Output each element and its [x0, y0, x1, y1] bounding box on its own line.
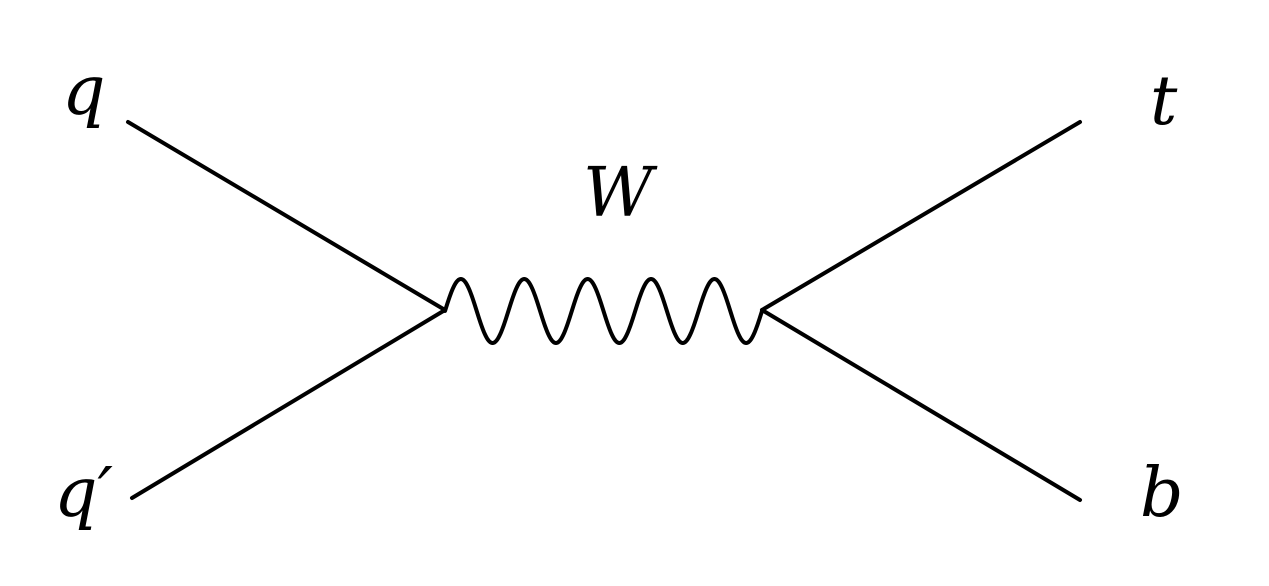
w-boson-propagator	[443, 277, 764, 345]
label-q: q	[62, 52, 106, 131]
outgoing-top-quark-line	[760, 120, 1082, 312]
incoming-quark-qprime-line	[130, 308, 447, 500]
label-w-boson: W	[583, 154, 653, 233]
outgoing-bottom-quark-line	[760, 308, 1082, 502]
label-q-prime: q′	[54, 454, 113, 533]
label-t: t	[1150, 62, 1178, 141]
incoming-quark-q-line	[126, 120, 447, 312]
label-b: b	[1140, 454, 1184, 533]
